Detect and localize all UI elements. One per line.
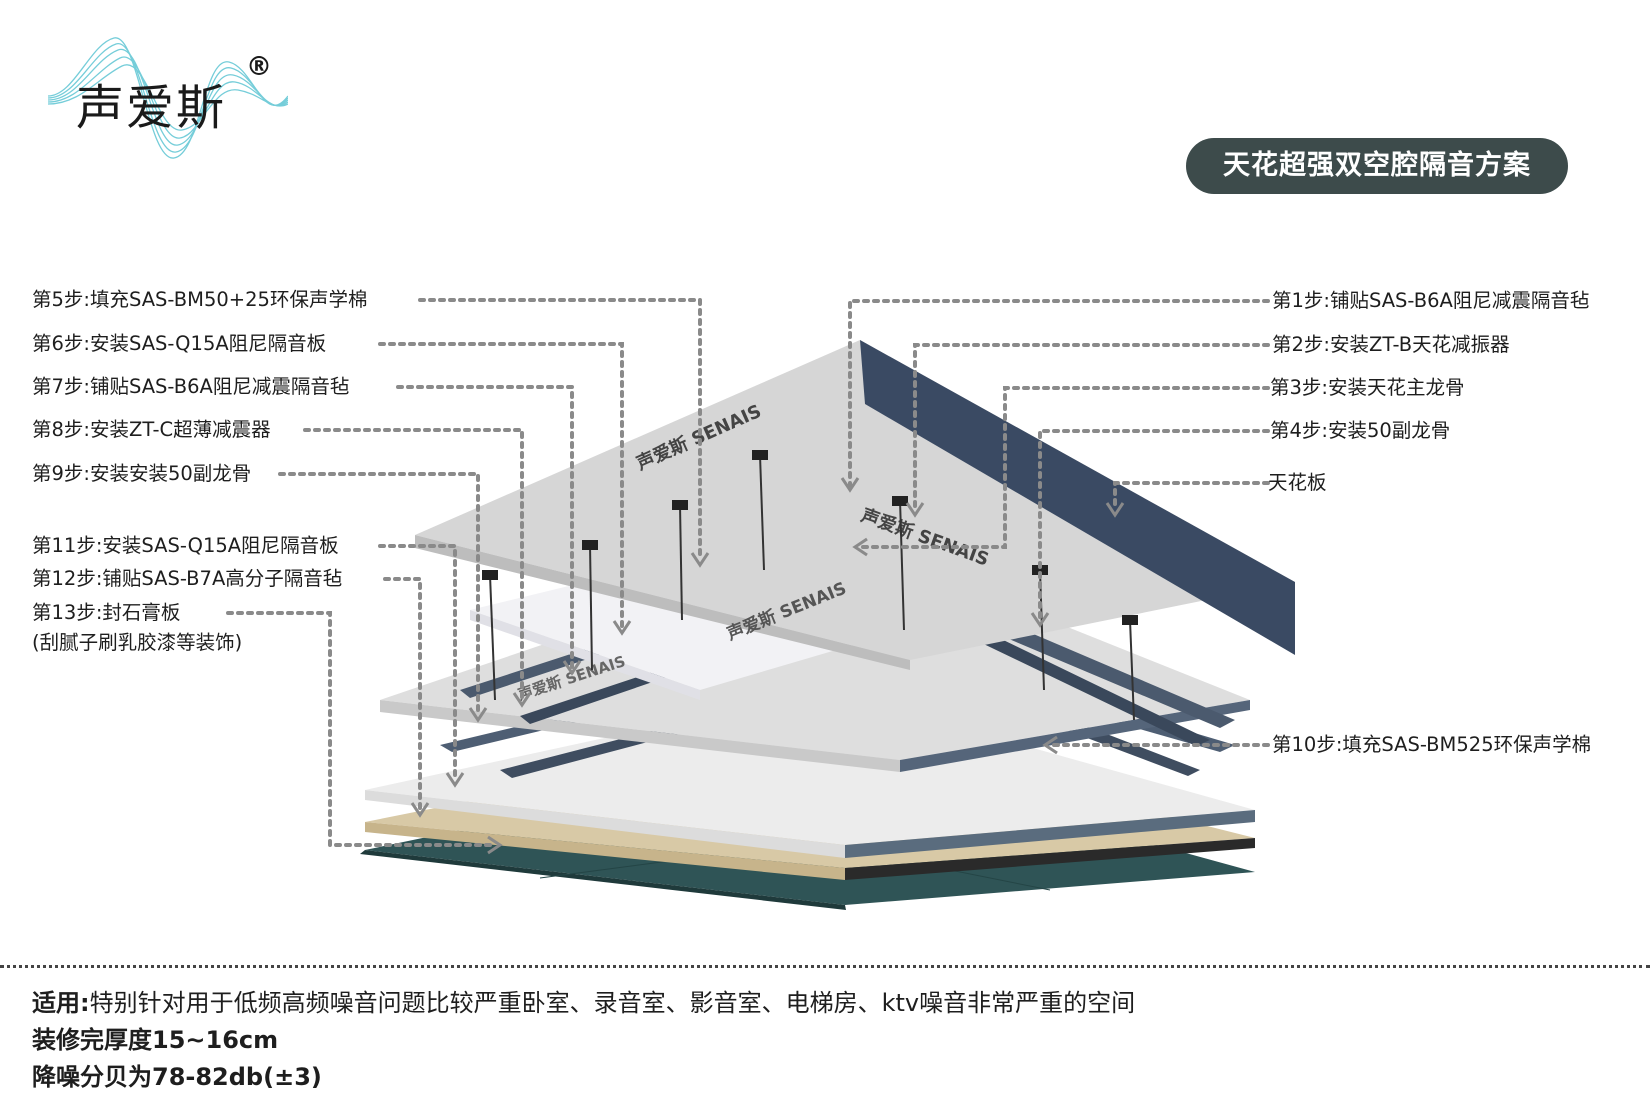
applicable-text: 特别针对用于低频高频噪音问题比较严重卧室、录音室、影音室、电梯房、ktv噪音非常… <box>89 989 1136 1017</box>
thickness-line: 装修完厚度15~16cm <box>32 1026 279 1054</box>
step-8-label: 第8步:安装ZT-C超薄减震器 <box>32 418 271 441</box>
applicable-label: 适用: <box>32 989 90 1017</box>
step-10-label: 第10步:填充SAS-BM525环保声学棉 <box>1272 733 1592 756</box>
step-13-label: 第13步:封石膏板 <box>32 601 181 624</box>
page-title: 天花超强双空腔隔音方案 <box>1186 138 1568 194</box>
step-4-label: 第4步:安装50副龙骨 <box>1270 419 1451 442</box>
dotted-divider <box>0 965 1650 968</box>
step-13-note: (刮腻子刷乳胶漆等装饰) <box>32 631 243 654</box>
damping-board-lower <box>365 690 1255 845</box>
footer-info: 适用:特别针对用于低频高频噪音问题比较严重卧室、录音室、影音室、电梯房、ktv噪… <box>32 985 1135 1096</box>
step-9-label: 第9步:安装安装50副龙骨 <box>32 462 252 485</box>
brand-name: 声爱斯 <box>76 80 227 136</box>
sound-wave-icon <box>48 37 288 159</box>
arrow-icon <box>410 477 1125 855</box>
step-5-label: 第5步:填充SAS-BM50+25环保声学棉 <box>32 288 368 311</box>
step-7-label: 第7步:铺贴SAS-B6A阻尼减震隔音毡 <box>32 375 350 398</box>
step-1-label: 第1步:铺贴SAS-B6A阻尼减震隔音毡 <box>1272 289 1590 312</box>
applicable-line: 适用:特别针对用于低频高频噪音问题比较严重卧室、录音室、影音室、电梯房、ktv噪… <box>32 985 1135 1022</box>
ceiling-board-label: 天花板 <box>1268 471 1327 494</box>
step-11-label: 第11步:安装SAS-Q15A阻尼隔音板 <box>32 534 339 557</box>
step-6-label: 第6步:安装SAS-Q15A阻尼隔音板 <box>32 332 327 355</box>
step-12-label: 第12步:铺贴SAS-B7A高分子隔音毡 <box>32 567 343 590</box>
ceiling-slab <box>415 340 1295 660</box>
registered-mark: ® <box>246 52 272 82</box>
step-3-label: 第3步:安装天花主龙骨 <box>1270 376 1465 399</box>
step-2-label: 第2步:安装ZT-B天花减振器 <box>1272 333 1510 356</box>
brand-logo: 声爱斯 ® <box>48 30 288 170</box>
noise-reduction-line: 降噪分贝为78-82db(±3) <box>32 1063 322 1091</box>
